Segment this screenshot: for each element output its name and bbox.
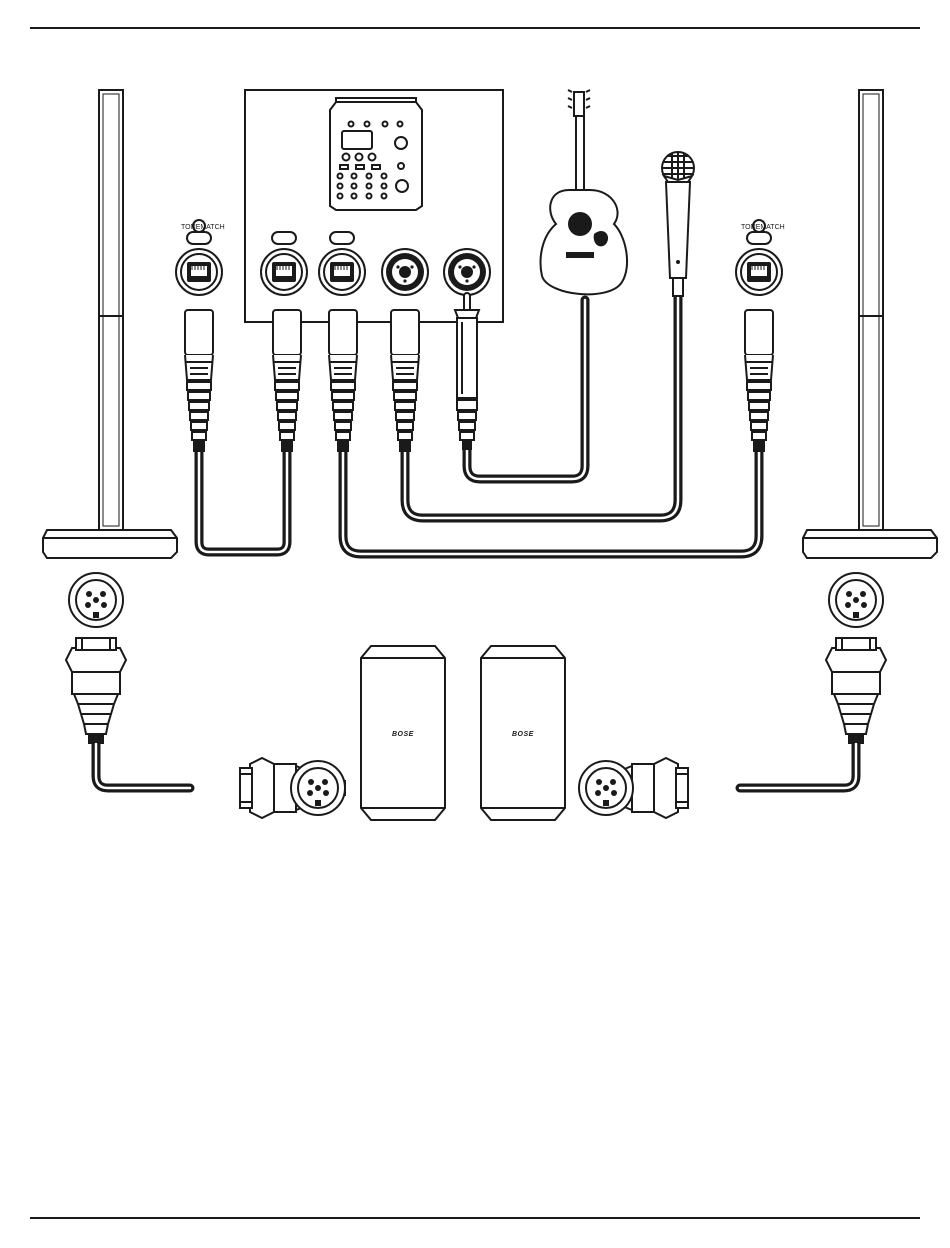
jack-2-label-tab bbox=[330, 232, 354, 244]
locking-plug-left bbox=[66, 638, 126, 744]
cable-left-link bbox=[199, 450, 287, 552]
cable-microphone bbox=[405, 295, 678, 518]
speaker-left-brand: BOSE bbox=[392, 731, 414, 738]
ethernet-jack-left-stand[interactable] bbox=[176, 249, 222, 295]
ethernet-jack-2[interactable] bbox=[319, 249, 365, 295]
speaker-right-brand: BOSE bbox=[512, 731, 534, 738]
xlr-plug-right-stand bbox=[745, 310, 773, 452]
microphone bbox=[662, 152, 694, 296]
right-array-stand bbox=[803, 90, 937, 558]
cable-right-speaker bbox=[740, 744, 856, 788]
xlr-plug-mixer-2 bbox=[329, 310, 357, 452]
cable-left-speaker bbox=[96, 744, 190, 788]
ethernet-jack-right-stand[interactable] bbox=[736, 249, 782, 295]
round-connector-right-top bbox=[829, 573, 883, 627]
mixer-device bbox=[330, 98, 422, 210]
jack-1-label-tab bbox=[272, 232, 296, 244]
round-connector-right-speaker bbox=[579, 761, 633, 815]
xlr-plug-mixer-1 bbox=[273, 310, 301, 452]
xlr-plug-left-stand bbox=[185, 310, 213, 452]
speaker-left: BOSE bbox=[361, 646, 445, 820]
acoustic-guitar bbox=[541, 90, 628, 294]
cable-guitar bbox=[467, 300, 585, 479]
round-connector-left-speaker bbox=[291, 761, 345, 815]
xlr-plug-mixer-3 bbox=[391, 310, 419, 452]
combo-jack-2[interactable] bbox=[444, 249, 490, 295]
speaker-right: BOSE bbox=[481, 646, 565, 820]
tonematch-left: TONEMATCH bbox=[181, 220, 225, 244]
round-connector-left-top bbox=[69, 573, 123, 627]
combo-jack-1[interactable] bbox=[382, 249, 428, 295]
locking-plug-right bbox=[826, 638, 886, 744]
left-array-stand bbox=[43, 90, 177, 558]
quarter-inch-plug bbox=[455, 293, 479, 450]
tonematch-right: TONEMATCH bbox=[741, 220, 785, 244]
ethernet-jack-1[interactable] bbox=[261, 249, 307, 295]
